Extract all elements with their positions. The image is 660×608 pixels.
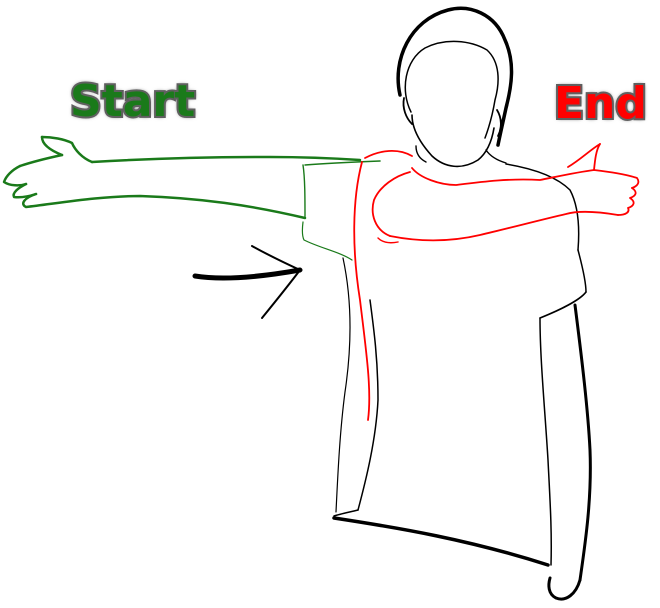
neck-shoulders [415, 145, 587, 293]
head [396, 6, 514, 168]
motion-arrow [192, 245, 303, 319]
hanging-arm [539, 291, 592, 601]
end-arm [353, 143, 640, 421]
start-arm [2, 135, 381, 261]
end-label: End [552, 78, 649, 129]
start-label: Start [68, 76, 197, 127]
torso [332, 257, 550, 567]
